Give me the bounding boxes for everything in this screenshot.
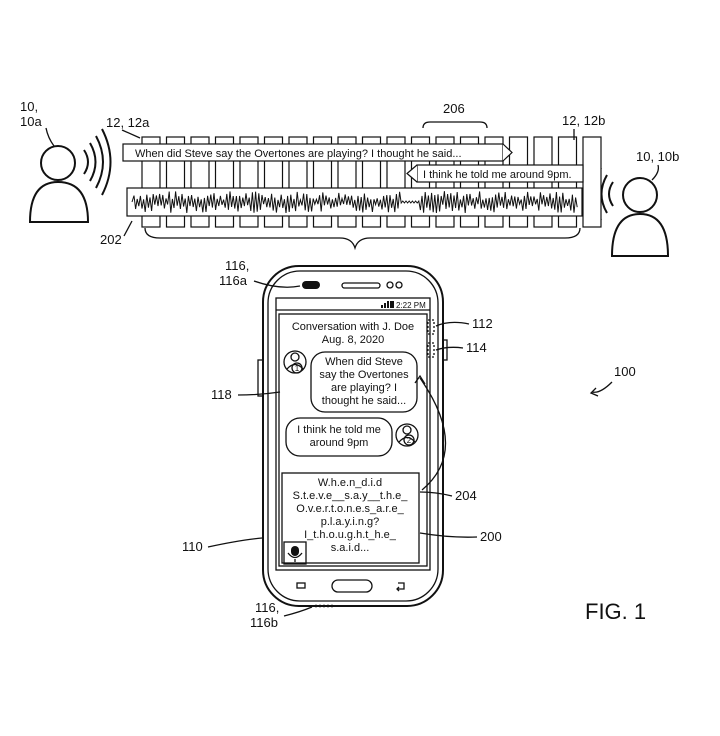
- ref-segments: 206: [443, 101, 465, 116]
- back-icon: [397, 582, 405, 590]
- ref-speaker-b: 10, 10b: [636, 149, 679, 164]
- svg-text:When did Steve: When did Steve: [325, 356, 403, 368]
- conversation-title: Conversation with J. Doe: [292, 321, 414, 333]
- transcript-panel: W.h.e.n_d.i.d S.t.e.v.e__s.a.y__t.h.e_ O…: [281, 472, 420, 564]
- speaker-b-icon: [593, 167, 670, 257]
- svg-text:thought he said...: thought he said...: [322, 395, 406, 407]
- svg-text:say the Overtones: say the Overtones: [319, 369, 409, 381]
- ref-110: 110: [182, 539, 203, 554]
- svg-text:I think he told me: I think he told me: [297, 424, 381, 436]
- ref-mic-top-1: 116,: [225, 258, 249, 273]
- speaker-a-icon: [28, 128, 112, 223]
- svg-text:are playing? I: are playing? I: [331, 382, 397, 394]
- figure-label: FIG. 1: [585, 599, 646, 624]
- svg-text:1: 1: [295, 364, 300, 373]
- svg-text:around 9pm: around 9pm: [310, 437, 369, 449]
- transcript-to-message-arrow: [419, 377, 447, 491]
- ref-204: 204: [455, 488, 477, 503]
- smartphone: 2:22 PM Conversation with J. Doe Aug. 8,…: [257, 265, 448, 608]
- ref-speaker-a-2: 10a: [20, 114, 42, 129]
- svg-text:I_t.h.o.u.g.h.t_h.e_: I_t.h.o.u.g.h.t_h.e_: [304, 529, 397, 541]
- speech-bar-b: I think he told me around 9pm.: [406, 164, 584, 183]
- svg-text:W.h.e.n_d.i.d: W.h.e.n_d.i.d: [318, 477, 382, 489]
- ref-114: 114: [466, 340, 487, 355]
- audio-frame: [582, 136, 602, 228]
- ref-mic-bottom-2: 116b: [250, 615, 278, 630]
- message-bubble-2[interactable]: I think he told me around 9pm: [285, 417, 393, 457]
- ref-mic-bottom-1: 116,: [255, 600, 279, 615]
- screen: [275, 297, 431, 571]
- ref-audio-b: 12, 12b: [562, 113, 605, 128]
- mic-grille-bottom: [314, 604, 334, 608]
- ref-audio-a: 12, 12a: [106, 115, 150, 130]
- ref-112: 112: [472, 316, 493, 331]
- signal-icon: [381, 301, 389, 308]
- svg-text:p.l.a.y.i.n.g?: p.l.a.y.i.n.g?: [321, 516, 380, 528]
- ref-speaker-a-1: 10,: [20, 99, 38, 114]
- microphone-icon: [291, 546, 299, 556]
- status-time: 2:22 PM: [396, 301, 426, 310]
- waveform: [131, 191, 578, 213]
- ref-118: 118: [211, 387, 232, 402]
- waveform-brace: [144, 227, 581, 251]
- svg-text:2: 2: [407, 436, 412, 445]
- menu-icon: [296, 582, 306, 589]
- avatar-2-icon: 2: [395, 423, 419, 447]
- svg-text:S.t.e.v.e__s.a.y__t.h.e_: S.t.e.v.e__s.a.y__t.h.e_: [293, 490, 409, 502]
- mic-grille-top: [302, 281, 320, 289]
- waveform-trace: [131, 191, 578, 213]
- speech-bar-a: When did Steve say the Overtones are pla…: [122, 143, 513, 162]
- speech-a-text: When did Steve say the Overtones are pla…: [135, 148, 462, 160]
- avatar-1-icon: 1: [283, 350, 307, 374]
- svg-text:s.a.i.d...: s.a.i.d...: [331, 542, 370, 554]
- speech-b-text: I think he told me around 9pm.: [423, 169, 572, 181]
- svg-text:O.v.e.r.t.o.n.e.s_a.r.e_: O.v.e.r.t.o.n.e.s_a.r.e_: [296, 503, 404, 515]
- ref-mic-top-2: 116a: [219, 273, 248, 288]
- battery-icon: [390, 301, 394, 308]
- message-bubble-1[interactable]: When did Steve say the Overtones are pla…: [310, 351, 418, 413]
- segments-bracket: [422, 121, 488, 129]
- ref-waveform: 202: [100, 232, 122, 247]
- home-button: [331, 579, 373, 593]
- ref-200: 200: [480, 529, 502, 544]
- conversation-date: Aug. 8, 2020: [322, 334, 384, 346]
- microphone-button[interactable]: [283, 541, 307, 565]
- ref-100: 100: [614, 364, 636, 379]
